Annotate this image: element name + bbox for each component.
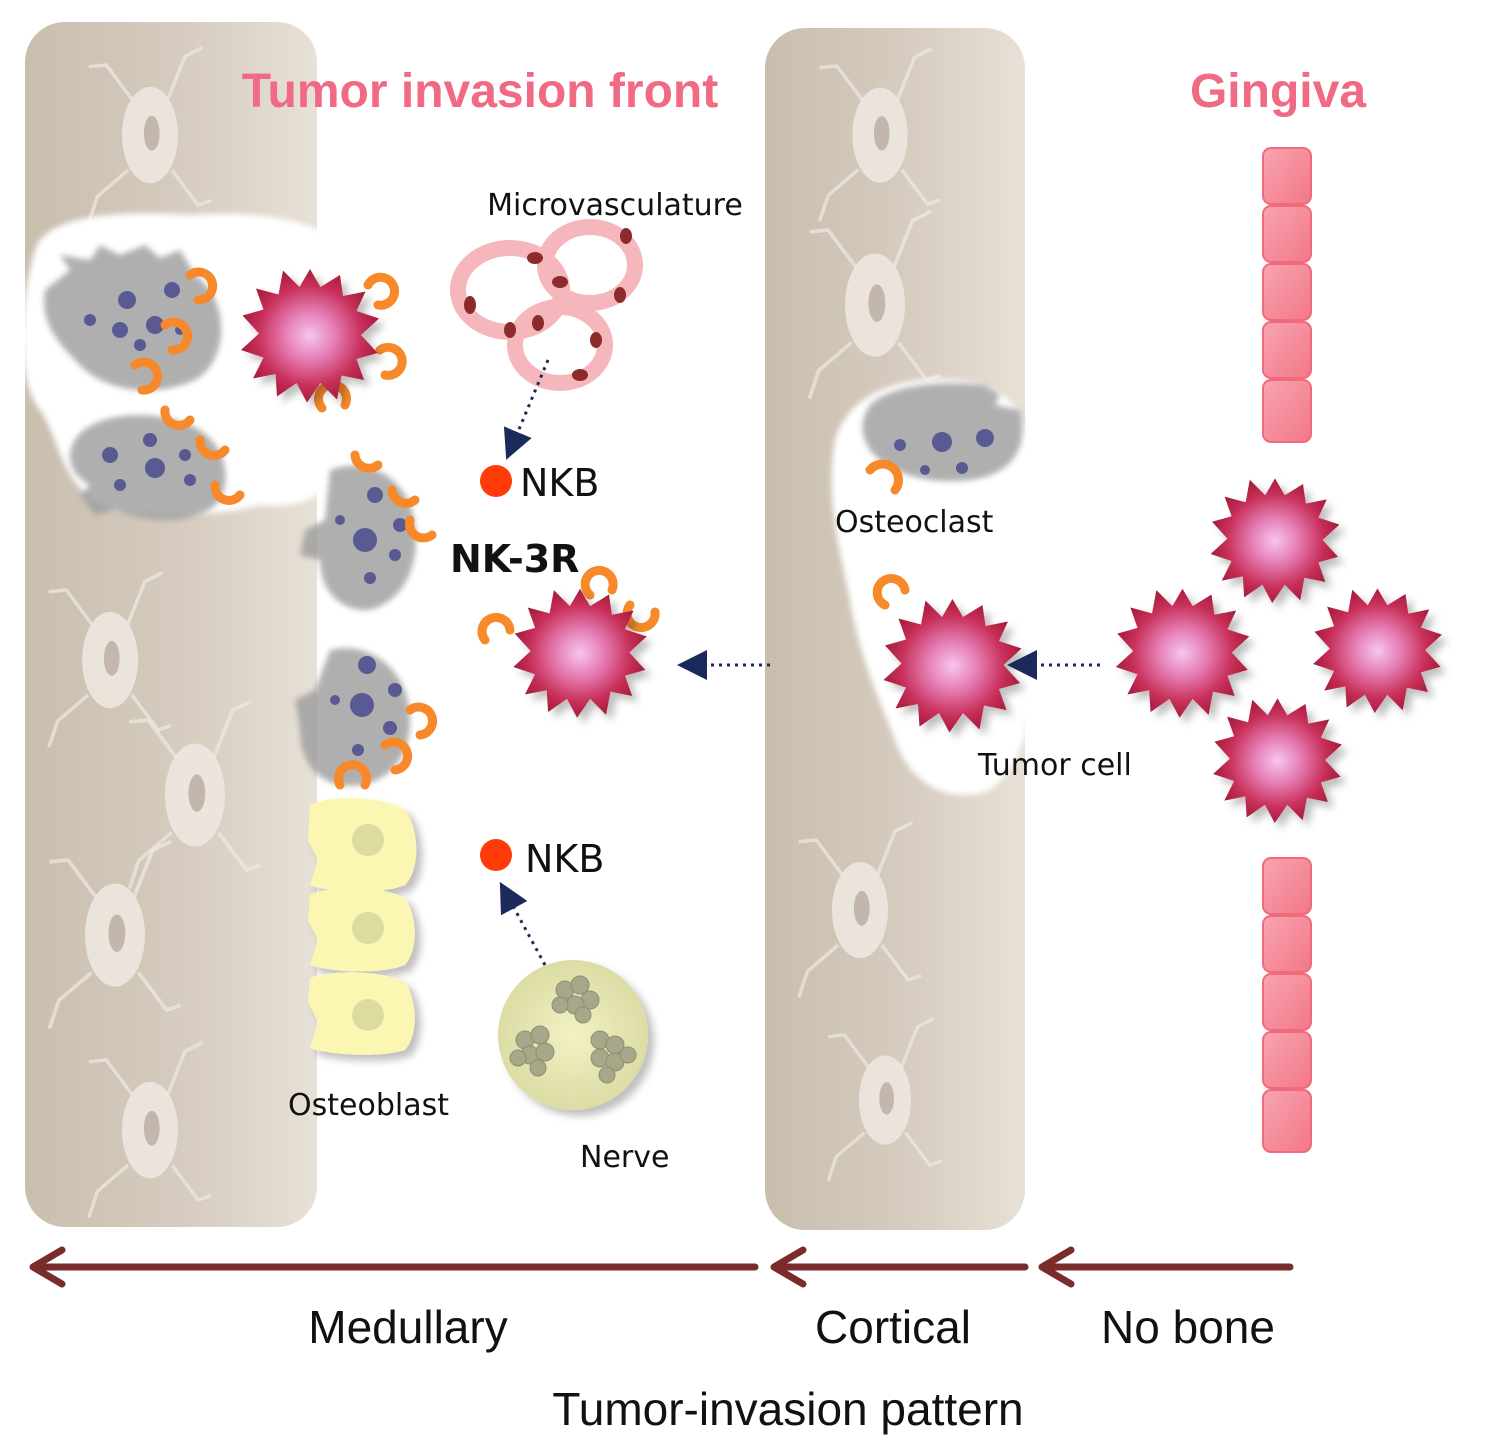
label-tumor-cell: Tumor cell [977, 748, 1132, 783]
label-microvasculature: Microvasculature [487, 188, 743, 223]
label-nerve: Nerve [580, 1140, 669, 1175]
label-osteoclast: Osteoclast [835, 505, 994, 540]
heading-tumor-invasion-front: Tumor invasion front [242, 65, 718, 118]
microvasculature-icon [450, 219, 643, 391]
label-osteoblast: Osteoblast [288, 1088, 449, 1123]
tumor-cell [1213, 698, 1342, 823]
pattern-no-bone: No bone [1101, 1301, 1275, 1353]
heading-gingiva: Gingiva [1190, 65, 1366, 118]
pattern-arrows [29, 1246, 1294, 1288]
nk3r-receptors [130, 267, 910, 790]
label-nk3r: NK-3R [450, 537, 579, 581]
osteoclast [862, 383, 1023, 482]
osteoclast [300, 465, 416, 611]
arrow-nerve-to-nkb [499, 881, 547, 966]
nerve-icon [498, 960, 648, 1110]
osteoblast [308, 798, 417, 1055]
osteoclast [295, 648, 410, 786]
dotted-arrows [499, 359, 1100, 966]
nkb-dot [480, 839, 512, 871]
label-nkb-top: NKB [520, 461, 599, 505]
tumor-cell [1313, 588, 1442, 713]
tumor-cell [1210, 478, 1340, 603]
nkb-dot [480, 465, 512, 497]
osteoclast [70, 415, 226, 521]
medullary-bone [25, 22, 317, 1227]
tumor-cell [1115, 588, 1250, 718]
pattern-medullary: Medullary [308, 1301, 507, 1353]
gingiva-epithelium [1262, 147, 1312, 1153]
label-nkb-bottom: NKB [525, 837, 604, 881]
pattern-title: Tumor-invasion pattern [552, 1383, 1023, 1435]
pattern-cortical: Cortical [815, 1301, 971, 1353]
